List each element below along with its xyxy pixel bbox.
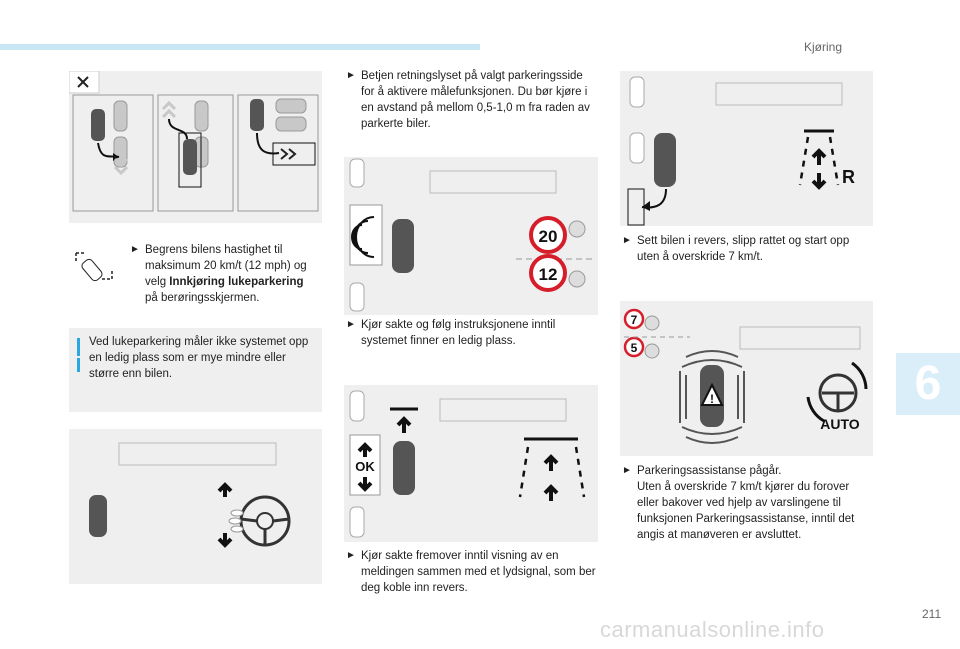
svg-text:OK: OK [355,459,375,474]
speed-limit-icon [623,336,645,358]
chevron-right-icon [280,148,297,160]
car-icon [392,219,414,273]
speed-limit-icon [529,216,567,254]
space-found-figure: OK [344,385,598,542]
measuring-figure: 20 12 [344,157,598,315]
arrow-down-icon [811,173,827,190]
chevron-down-icon [113,157,129,176]
arrow-down-icon [357,477,373,492]
speed-limit-icon [529,254,567,292]
svg-text:5: 5 [631,341,638,355]
steering-figure [69,429,322,584]
steering-wheel-icon [568,270,586,288]
bullet-icon: ► [622,465,632,476]
bullet-icon: ► [346,70,356,81]
rotate-icon [806,361,868,423]
page-number: 211 [922,607,942,621]
speed-limit-icon [623,308,645,330]
instruction-indicator: ► Betjen retningslyset på valgt parkerin… [346,70,590,130]
car-icon [250,99,264,131]
bullet-icon: ► [130,244,140,255]
instruction-reverse: ► Sett bilen i revers, slipp rattet og s… [622,235,850,263]
bullet-icon: ► [346,550,356,561]
section-title: Kjøring [804,40,843,54]
svg-text:7: 7 [631,313,638,327]
chevron-up-icon [161,100,177,119]
arrow-up-icon [396,416,412,433]
arrow-up-icon [357,442,373,457]
car-icon [89,495,107,537]
bullet-icon: ► [622,235,632,246]
watermark: carmanualsonline.info [600,617,825,642]
instruction-assist-active: ► Parkeringsassistanse pågår.Uten å over… [622,465,855,541]
arrow-down-icon [217,533,233,548]
arrow-up-icon [543,454,559,471]
info-note: Ved lukeparkering måler ikke systemet op… [69,328,322,412]
sensor-wave-icon [351,216,375,258]
instruction-drive-slow: ► Kjør sakte og følg instruksjonene innt… [346,319,556,347]
arrow-up-icon [217,482,233,497]
svg-text:AUTO: AUTO [820,416,860,432]
arrow-up-icon [811,148,827,165]
svg-text:R: R [842,167,855,187]
park-assist-icon [75,252,113,282]
bullet-icon: ► [346,319,356,330]
instruction-drive-forward: ► Kjør sakte fremover inntil visning av … [346,550,596,594]
arrow-up-icon [543,484,559,501]
reverse-figure: R [620,71,873,226]
svg-text:12: 12 [539,265,558,284]
parking-assist-figure: 7 5 ! AUTO [620,301,873,456]
car-icon [654,133,676,187]
svg-text:20: 20 [539,227,558,246]
instruction-start: ► Begrens bilens hastighet til maksimum … [130,244,307,304]
header-accent-bar [0,44,480,50]
parking-steps-figure [69,71,322,223]
warning-icon [700,382,724,406]
car-icon [183,139,197,175]
svg-text:!: ! [710,392,714,406]
car-icon [393,441,415,495]
chapter-tab: 6 [896,353,960,415]
steering-wheel-icon [568,220,586,238]
info-text: Ved lukeparkering måler ikke systemet op… [89,336,309,380]
car-icon [91,109,105,141]
steering-wheel-icon [644,343,660,359]
steering-wheel-icon [644,315,660,331]
close-icon [77,76,89,88]
